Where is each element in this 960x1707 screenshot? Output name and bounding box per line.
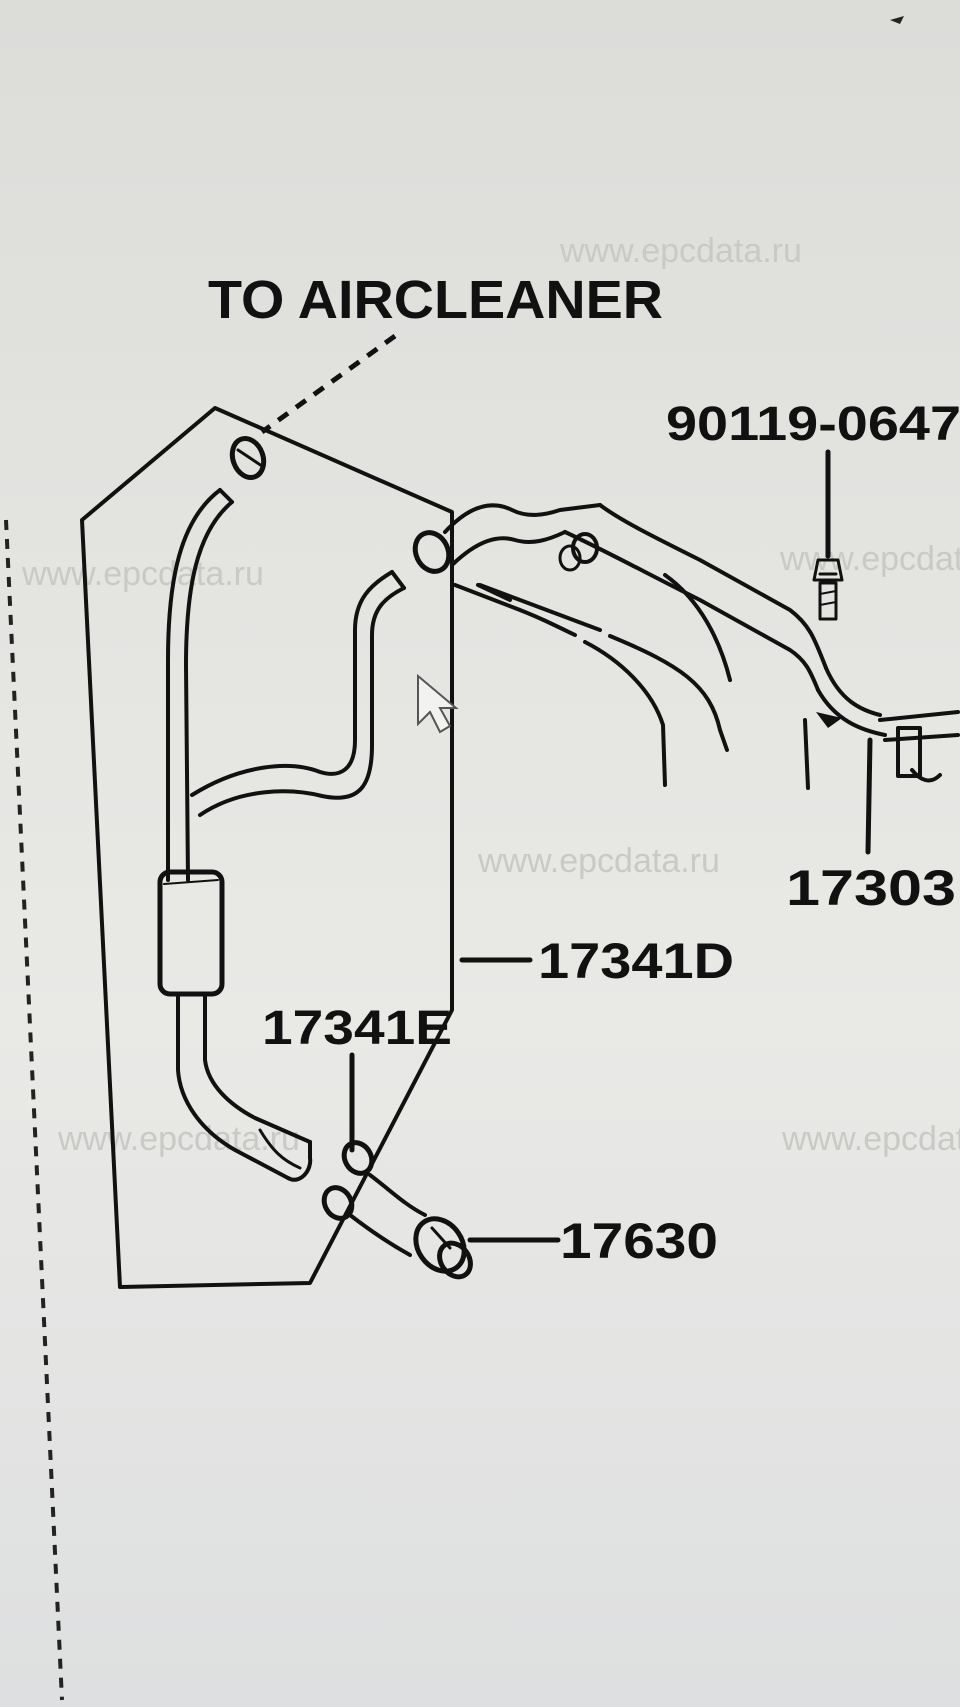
watermark: www.epcdata.ru [559,232,802,270]
bracket-lines [453,573,810,790]
annotation-to-aircleaner: TO AIRCLEANER [208,270,663,330]
part-number-hose-main: 17341D [538,933,734,989]
dashed-border [4,519,64,1701]
lower-hose [176,992,313,1182]
corner-speck [890,16,904,24]
mouse-cursor-icon [417,673,459,734]
left-hose [166,488,234,882]
watermark: www.epcdata.ru [477,842,720,880]
aircleaner-leader [260,333,397,435]
part-number-hose-small: 17341E [262,1002,452,1055]
hose-sleeve [157,869,225,997]
bolt-icon [812,449,844,621]
panel-outline [80,406,454,1289]
part-number-hose-right: 17303 [786,860,956,916]
watermark: www.epcdata.ru [57,1120,300,1158]
leader-17303 [865,737,873,855]
right-fitting [816,666,960,783]
part-number-bolt: 90119-0647 [666,398,960,451]
connector-hose [190,570,406,817]
watermark: www.epcdata.ru [21,555,264,593]
watermark: www.epcdata.ru [781,1120,960,1158]
valve-icon [321,1140,473,1280]
part-number-valve: 17630 [560,1213,718,1269]
top-fitting [229,436,267,480]
watermark: www.epcdata.ru [779,540,960,578]
